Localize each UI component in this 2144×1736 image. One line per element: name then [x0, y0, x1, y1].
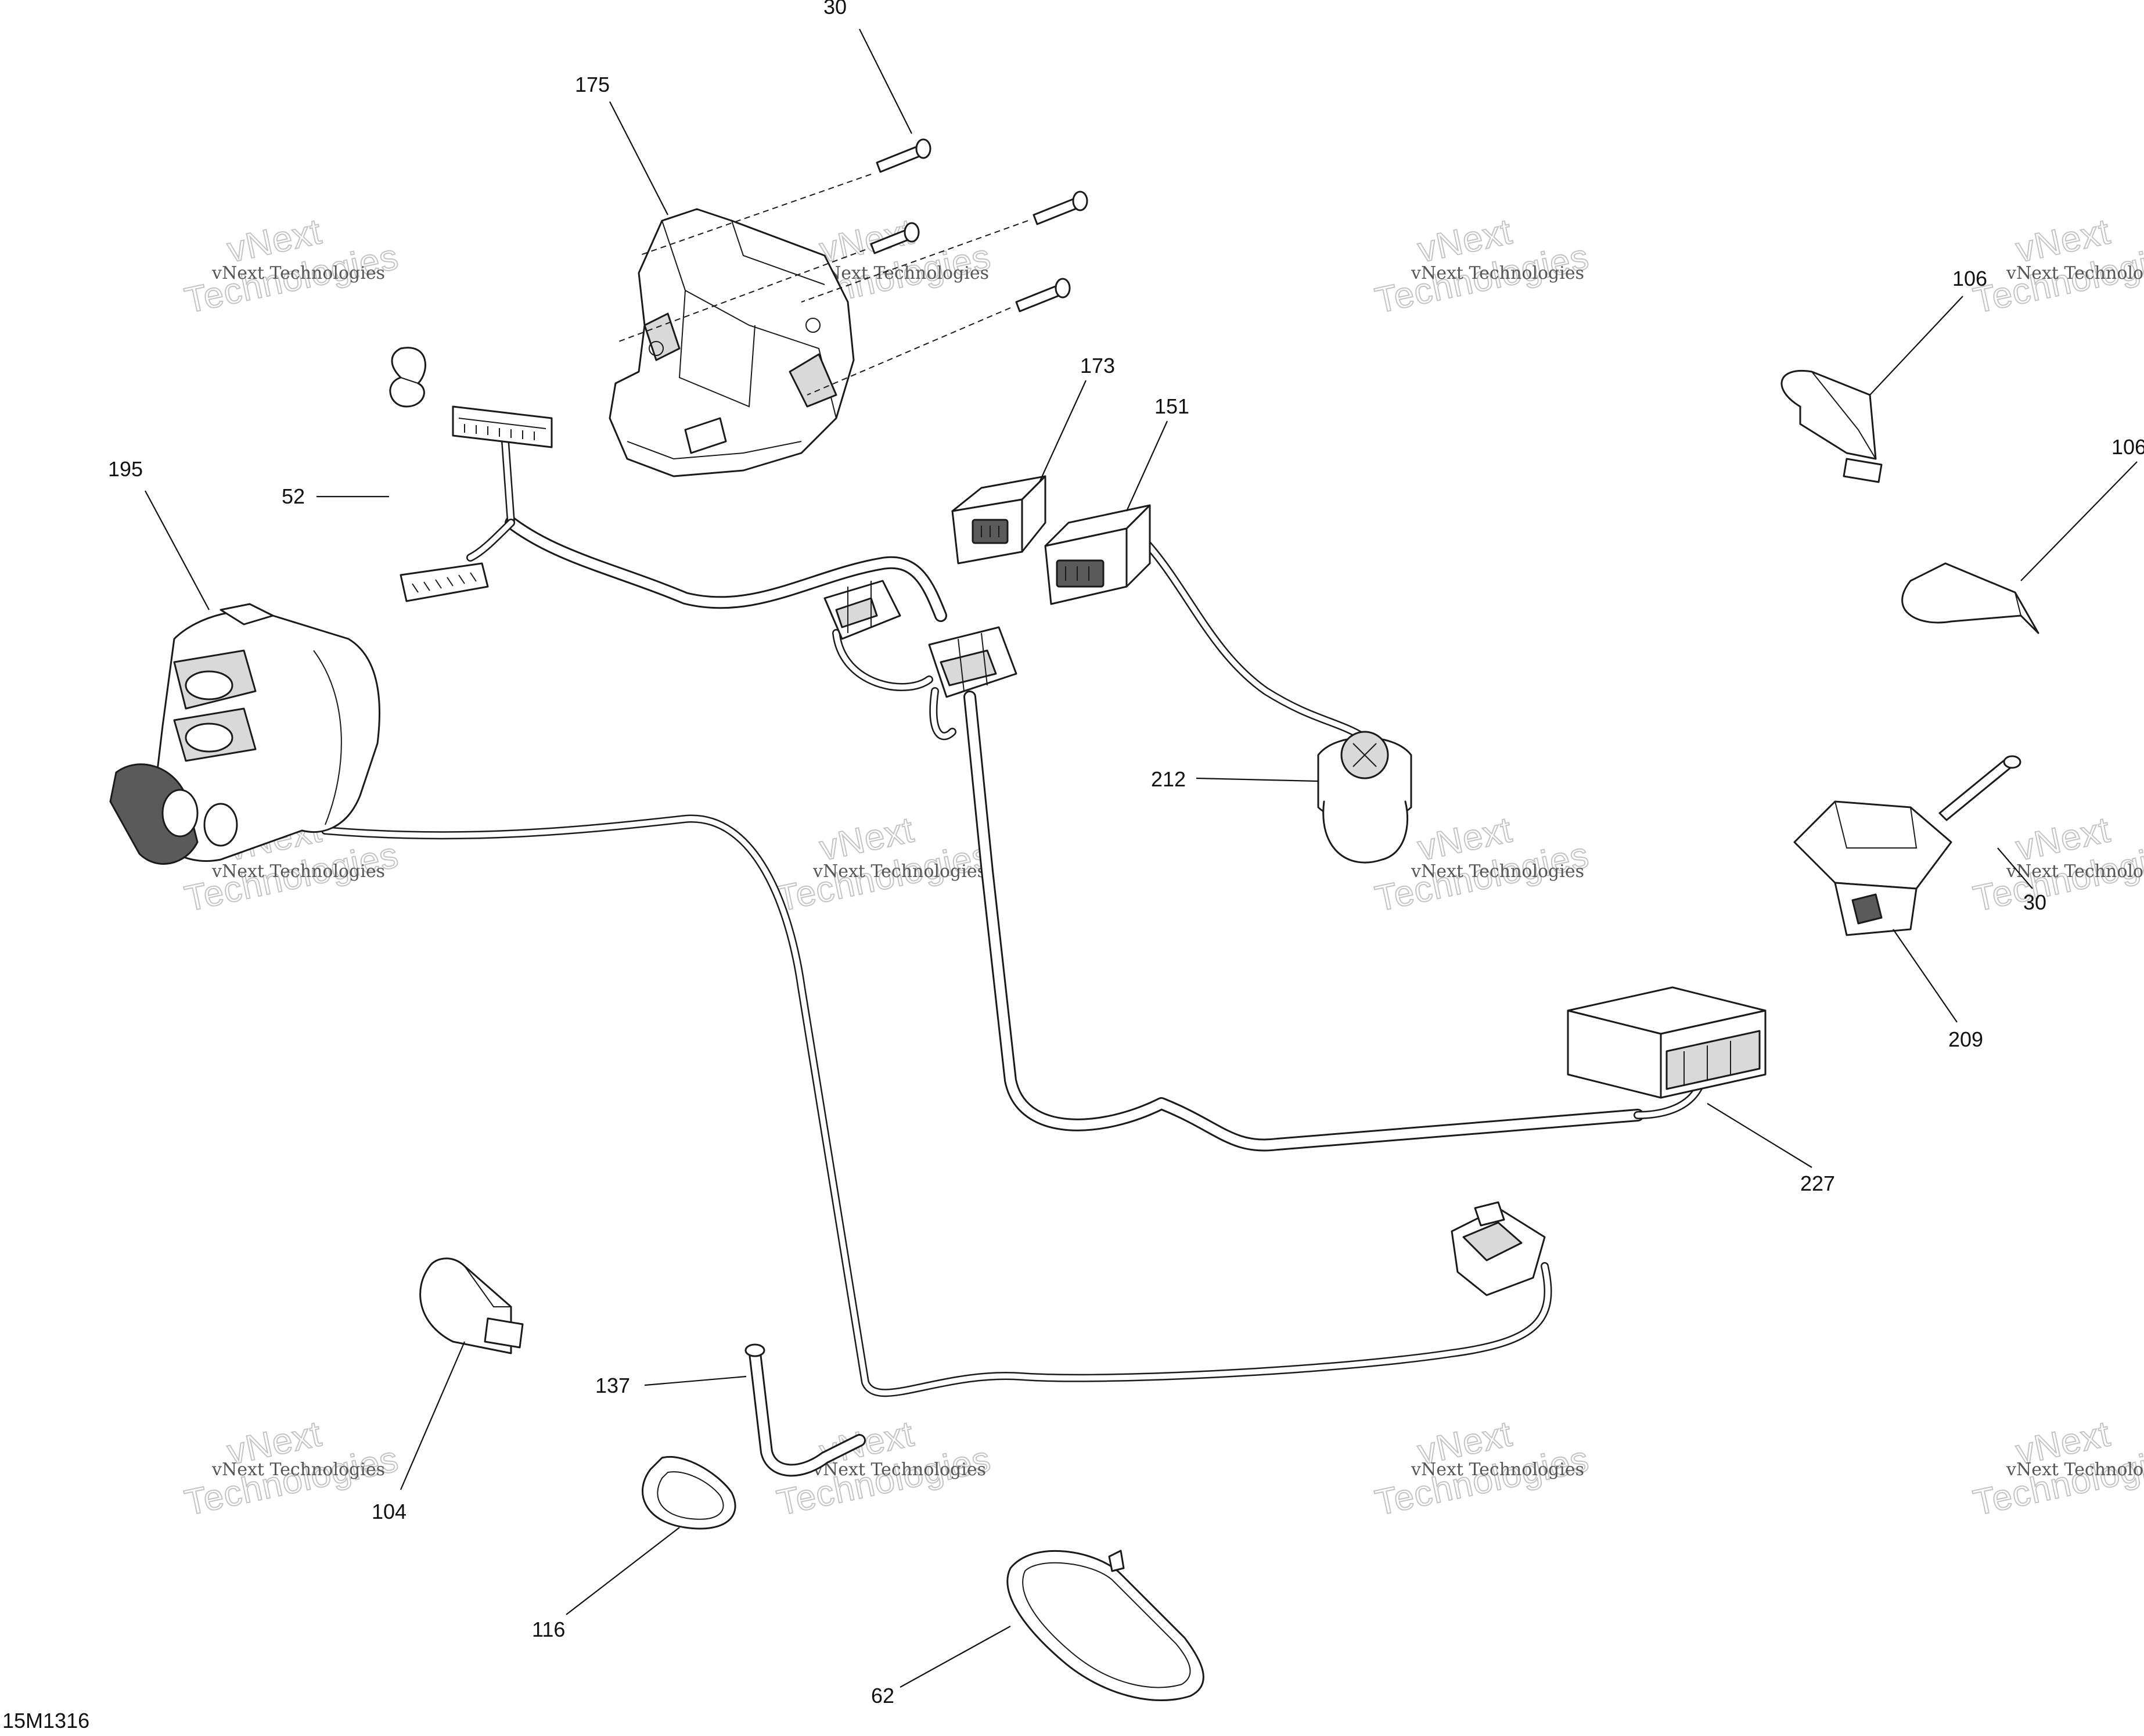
- callout-227: 227: [1800, 1171, 1835, 1195]
- callout-151: 151: [1154, 394, 1189, 418]
- watermark-small: vNext Technologies: [1411, 861, 1584, 882]
- connector-16pin-lower: [400, 562, 489, 602]
- callout-209: 209: [1948, 1027, 1983, 1051]
- callout-212: 212: [1151, 767, 1186, 791]
- block-209: [1793, 800, 1952, 936]
- callout-173: 173: [1080, 354, 1115, 378]
- tube-137: [744, 1343, 866, 1477]
- switch-assembly-195: [109, 603, 380, 865]
- heater-cable-151: [1134, 530, 1369, 742]
- callout-52: 52: [282, 484, 305, 508]
- callout-104: 104: [372, 1500, 407, 1523]
- harness-connector-b: [928, 626, 1017, 698]
- watermark-small: vNext Technologies: [2006, 263, 2144, 283]
- callout-116: 116: [532, 1618, 565, 1641]
- callout-62: 62: [871, 1684, 894, 1708]
- drawing-id: 15M1316: [2, 1709, 89, 1733]
- watermark-small: vNext Technologies: [211, 263, 385, 283]
- ring-116: [642, 1456, 736, 1530]
- callout-labels: 30 175 52 195 173 151 106 106 212 30 209…: [108, 0, 2144, 1708]
- housing-175: [609, 208, 855, 477]
- callout-30-top: 30: [823, 0, 847, 19]
- switch-cable-connector: [1451, 1201, 1546, 1296]
- leader-lines: [145, 28, 2138, 1688]
- clip-104: [419, 1257, 524, 1354]
- clip-52: [389, 347, 426, 408]
- callout-137: 137: [595, 1374, 630, 1397]
- watermark-small: vNext Technologies: [2006, 1460, 2144, 1480]
- callout-30-right: 30: [2023, 890, 2046, 914]
- callout-106-lower: 106: [2111, 435, 2144, 459]
- harness-connector-a: [823, 580, 901, 640]
- module-227: [1567, 986, 1767, 1099]
- watermark-small: vNext Technologies: [815, 263, 989, 283]
- callout-175: 175: [575, 73, 610, 96]
- connector-212: [1317, 731, 1412, 864]
- screws-30: [615, 138, 1088, 396]
- callout-106-upper: 106: [1952, 267, 1987, 290]
- screw-30-right: [1938, 755, 2021, 821]
- main-harness: [466, 414, 1708, 1152]
- gasket-62: [1006, 1550, 1204, 1701]
- connector-173: [951, 475, 1046, 565]
- watermark-small: vNext Technologies: [1411, 263, 1584, 283]
- watermark-small: vNext Technologies: [812, 861, 986, 882]
- watermark-small: vNext Technologies: [1411, 1460, 1584, 1480]
- watermark-small: vNext Technologies: [211, 861, 385, 882]
- callout-195: 195: [108, 457, 143, 481]
- watermark-small: vNext Technologies: [211, 1460, 385, 1480]
- switch-cable: [321, 814, 1552, 1397]
- clip-106-lower: [1901, 562, 2039, 634]
- clip-106-upper: [1780, 370, 1883, 483]
- watermark-small: vNext Technologies: [812, 1460, 986, 1480]
- watermark-small: vNext Technologies: [2006, 861, 2144, 882]
- connector-16pin-upper: [452, 405, 553, 448]
- connector-151: [1044, 504, 1151, 605]
